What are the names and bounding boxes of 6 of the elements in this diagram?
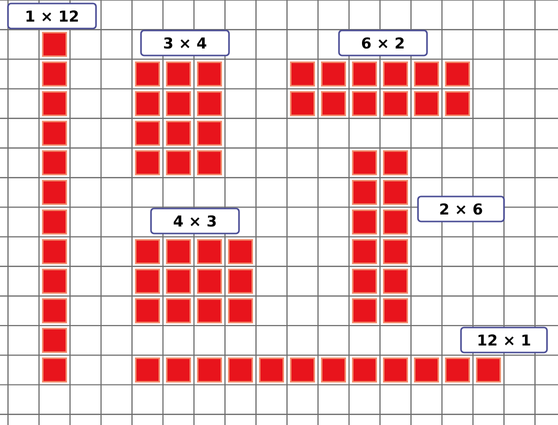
- label-box: 1 × 12: [7, 2, 97, 30]
- label-box: 6 × 2: [338, 30, 428, 56]
- label-box: 2 × 6: [417, 196, 505, 222]
- label-box: 4 × 3: [150, 208, 240, 234]
- label-box: 12 × 1: [460, 326, 548, 354]
- label-box: 3 × 4: [140, 30, 230, 56]
